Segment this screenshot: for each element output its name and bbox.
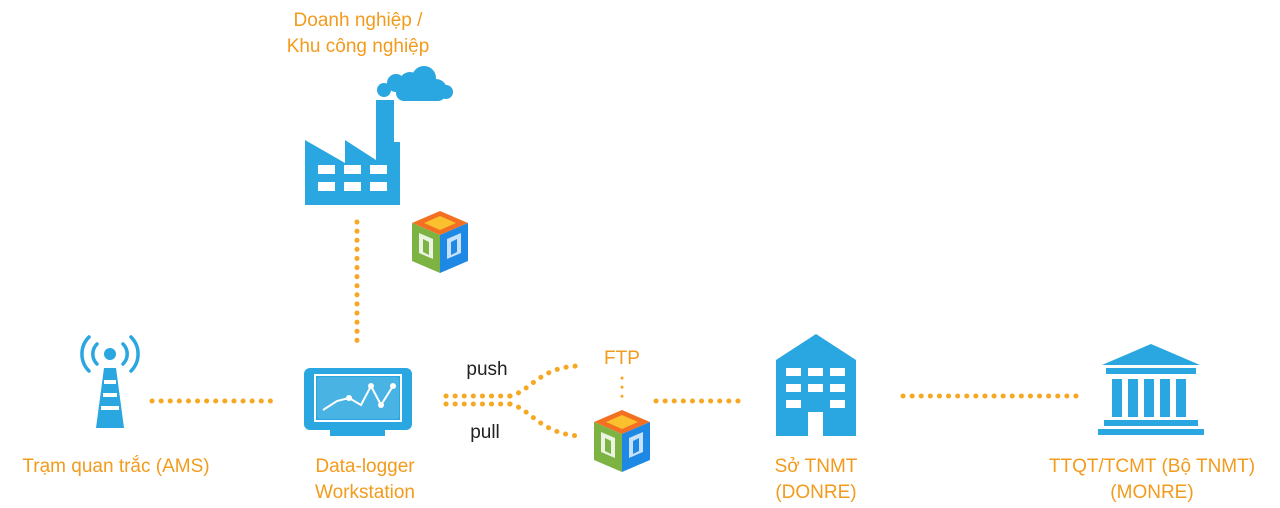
donre-label: Sở TNMT (DONRE): [746, 454, 886, 506]
government-building-icon: [1098, 344, 1204, 435]
connectors: [149, 219, 1083, 439]
push-label-text: push: [466, 359, 508, 380]
monre-label-line2: (MONRE): [1110, 482, 1194, 503]
ftp-label: FTP: [592, 346, 652, 372]
factory-label-line2: Khu công nghiệp: [286, 36, 430, 57]
factory-icon: [305, 66, 453, 205]
station-label: Trạm quan trắc (AMS): [0, 454, 232, 480]
ftp-label-text: FTP: [604, 348, 640, 369]
donre-label-line1: Sở TNMT: [774, 456, 858, 477]
factory-label: Doanh nghiệp / Khu công nghiệp: [266, 8, 450, 60]
datalogger-label-line2: Workstation: [315, 482, 415, 503]
datalogger-label-line1: Data-logger: [315, 456, 415, 477]
office-building-icon: [776, 334, 856, 436]
pull-branch-connector: [507, 401, 583, 439]
station-label-text: Trạm quan trắc (AMS): [22, 456, 210, 477]
datalogger-label: Data-logger Workstation: [290, 454, 440, 506]
pull-label: pull: [450, 420, 520, 446]
antenna-tower-icon: [80, 335, 140, 428]
em-server-icon: [594, 410, 650, 472]
monitor-icon: [304, 368, 412, 436]
em-logo-icon: [412, 211, 468, 273]
factory-label-line1: Doanh nghiệp /: [293, 10, 423, 31]
push-label: push: [452, 357, 522, 383]
monre-label: TTQT/TCMT (Bộ TNMT) (MONRE): [1032, 454, 1272, 506]
donre-label-line2: (DONRE): [775, 482, 857, 503]
monre-label-line1: TTQT/TCMT (Bộ TNMT): [1048, 456, 1256, 477]
pull-label-text: pull: [470, 422, 500, 443]
